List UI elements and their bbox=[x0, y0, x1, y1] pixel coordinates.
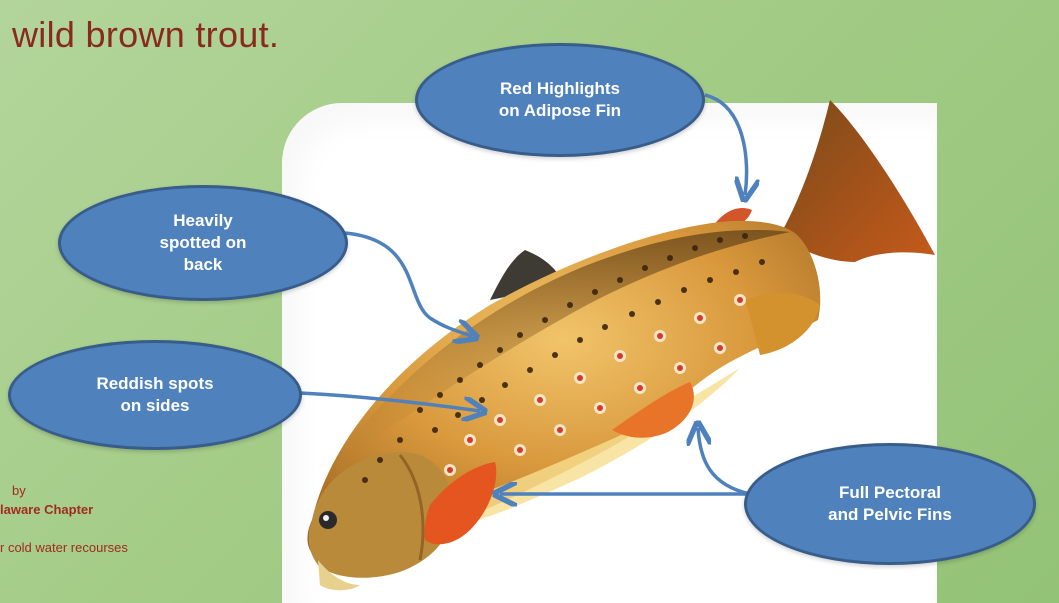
callout-back-line2: spotted on bbox=[159, 233, 247, 252]
slide-title: wild brown trout. bbox=[12, 14, 280, 55]
callout-adipose-fin: Red Highlights on Adipose Fin bbox=[415, 43, 705, 157]
pectoral-fin bbox=[424, 462, 497, 545]
callout-back-line3: back bbox=[183, 255, 223, 274]
callout-pectoral-pelvic-fins: Full Pectoral and Pelvic Fins bbox=[744, 443, 1036, 565]
credit-by: by bbox=[12, 483, 26, 498]
callout-back-line1: Heavily bbox=[173, 211, 233, 230]
dorsal-fin bbox=[490, 250, 562, 300]
pelvic-fin bbox=[612, 382, 694, 438]
callout-adipose-line2: on Adipose Fin bbox=[498, 101, 622, 120]
red-spots bbox=[444, 294, 746, 476]
credit-mission: r cold water recourses bbox=[0, 540, 128, 555]
anal-fin bbox=[745, 293, 820, 355]
callout-reddish-spots: Reddish spots on sides bbox=[8, 340, 302, 450]
tail-fin bbox=[780, 100, 935, 262]
callout-sides-line2: on sides bbox=[120, 396, 190, 415]
callout-adipose-line1: Red Highlights bbox=[500, 79, 620, 98]
credit-chapter: laware Chapter bbox=[0, 502, 94, 517]
callout-fins-line1: Full Pectoral bbox=[838, 483, 942, 502]
callout-fins-line2: and Pelvic Fins bbox=[828, 505, 952, 524]
arrow-pelvic bbox=[698, 428, 751, 496]
arrow-back bbox=[344, 231, 472, 336]
arrow-adipose bbox=[704, 93, 747, 195]
dark-spots bbox=[362, 233, 765, 483]
callout-spotted-back: Heavily spotted on back bbox=[58, 185, 348, 301]
arrow-sides bbox=[299, 391, 480, 411]
callout-sides-line1: Reddish spots bbox=[96, 374, 214, 393]
